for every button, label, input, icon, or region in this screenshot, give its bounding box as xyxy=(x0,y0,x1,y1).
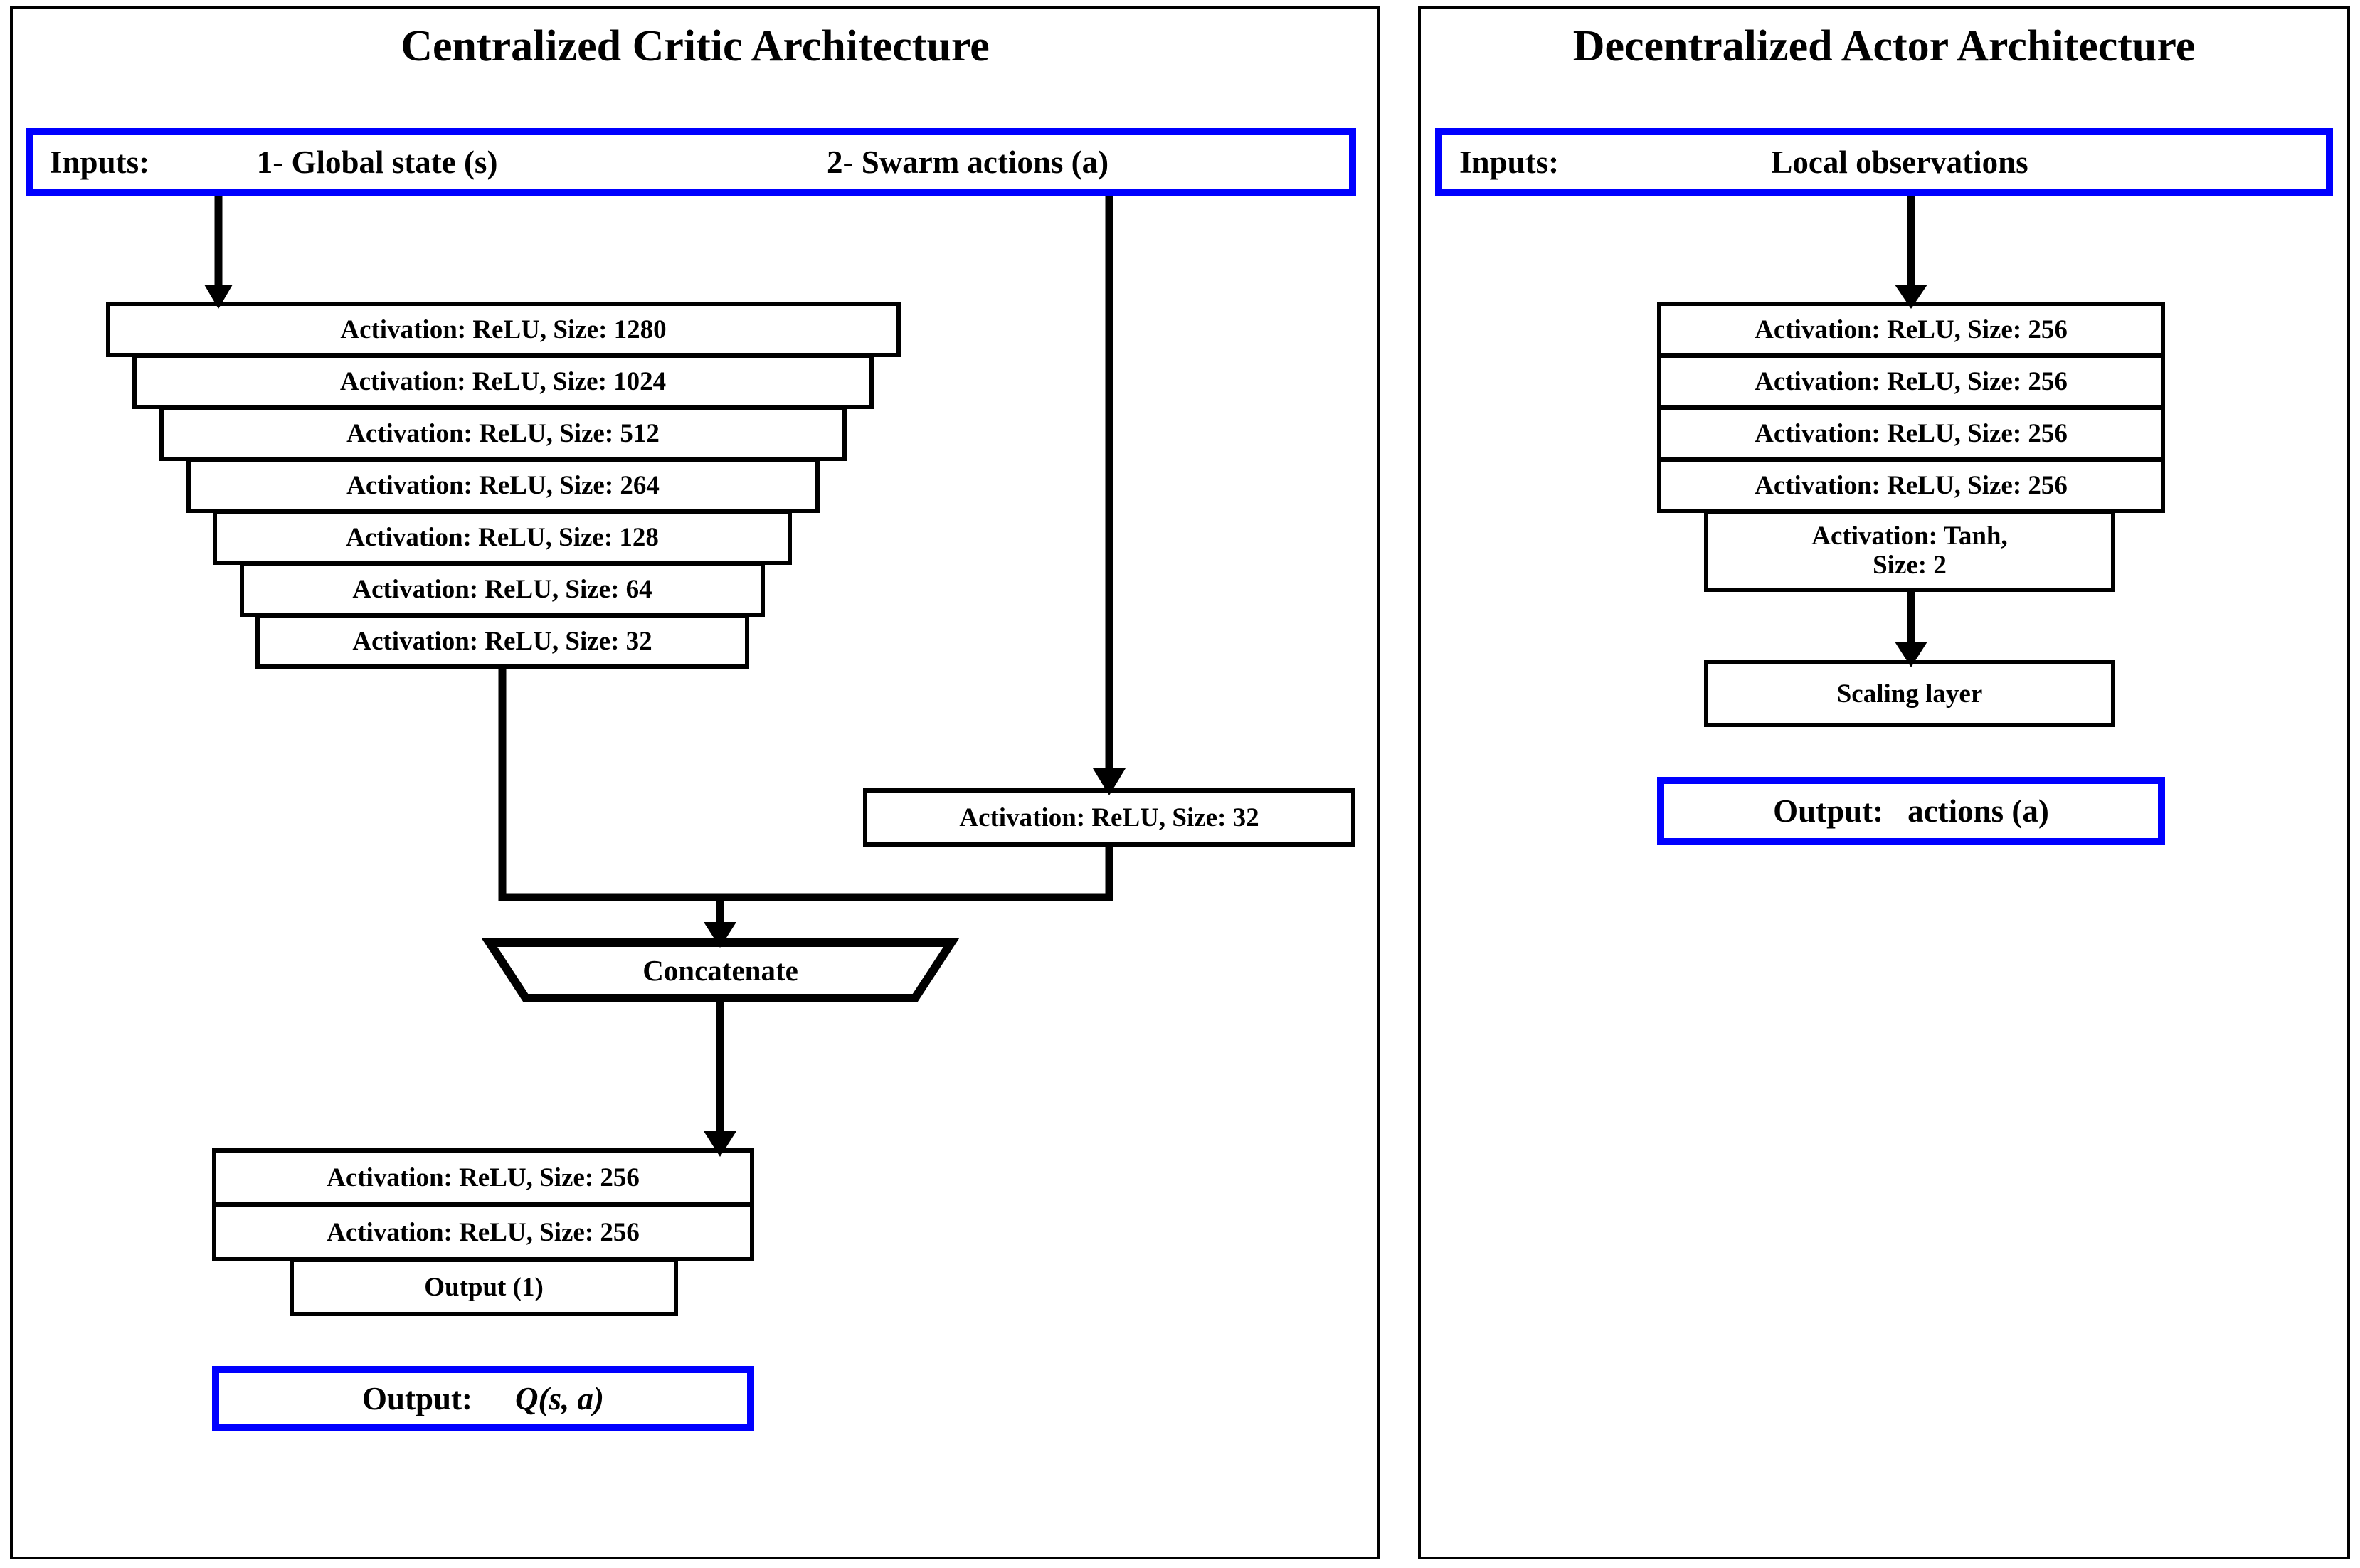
critic-action-layer-32: Activation: ReLU, Size: 32 xyxy=(863,788,1355,847)
concatenate-node: Concatenate xyxy=(480,938,961,1002)
actor-tanh-line-1: Activation: Tanh, xyxy=(1811,521,2008,551)
critic-state-layer-1280: Activation: ReLU, Size: 1280 xyxy=(106,302,901,357)
critic-input-swarm-actions: 2- Swarm actions (a) xyxy=(826,144,1109,180)
critic-head-layer-256-a: Activation: ReLU, Size: 256 xyxy=(212,1148,754,1207)
critic-state-layer-32: Activation: ReLU, Size: 32 xyxy=(255,613,749,669)
actor-hidden-layer-256-1: Activation: ReLU, Size: 256 xyxy=(1657,302,2165,357)
critic-state-layer-64: Activation: ReLU, Size: 64 xyxy=(240,561,765,617)
critic-head-layer-256-b: Activation: ReLU, Size: 256 xyxy=(212,1203,754,1261)
concatenate-trapezoid-shape xyxy=(481,938,960,1002)
critic-input-global-state: 1- Global state (s) xyxy=(256,144,498,180)
critic-output-value: Q(s, a) xyxy=(515,1381,605,1416)
critic-inputs-banner: Inputs: 1- Global state (s) 2- Swarm act… xyxy=(26,128,1356,196)
actor-hidden-layer-256-3: Activation: ReLU, Size: 256 xyxy=(1657,406,2165,461)
concatenate-label: Concatenate xyxy=(642,954,798,987)
actor-tanh-layer: Activation: Tanh, Size: 2 xyxy=(1704,509,2115,592)
actor-hidden-layer-256-4: Activation: ReLU, Size: 256 xyxy=(1657,457,2165,513)
actor-inputs-label: Inputs: xyxy=(1459,144,1560,180)
link-action-branch-to-merge xyxy=(720,847,1113,901)
actor-tanh-line-2: Size: 2 xyxy=(1873,551,1947,580)
critic-output-label: Output: xyxy=(361,1381,473,1416)
centralized-critic-panel: Centralized Critic Architecture Inputs: … xyxy=(10,6,1380,1559)
critic-connectors xyxy=(204,196,1126,1157)
actor-output-value: actions (a) xyxy=(1907,793,2049,829)
actor-panel-title: Decentralized Actor Architecture xyxy=(1572,22,2196,70)
critic-state-layer-1024: Activation: ReLU, Size: 1024 xyxy=(132,354,874,409)
decentralized-actor-panel: Decentralized Actor Architecture Inputs:… xyxy=(1418,6,2350,1559)
critic-state-layer-512: Activation: ReLU, Size: 512 xyxy=(159,406,847,461)
link-state-branch-to-merge xyxy=(498,669,720,901)
actor-hidden-layer-256-2: Activation: ReLU, Size: 256 xyxy=(1657,354,2165,409)
critic-inputs-label: Inputs: xyxy=(50,144,150,180)
actor-output-label: Output: xyxy=(1773,793,1884,829)
actor-output-banner: Output: actions (a) xyxy=(1657,777,2165,845)
critic-state-layer-128: Activation: ReLU, Size: 128 xyxy=(213,509,792,565)
critic-state-layer-264: Activation: ReLU, Size: 264 xyxy=(186,457,820,513)
critic-panel-title: Centralized Critic Architecture xyxy=(401,22,990,70)
critic-output-layer-1: Output (1) xyxy=(290,1258,678,1316)
actor-input-local-observations: Local observations xyxy=(1771,144,2028,180)
actor-scaling-layer: Scaling layer xyxy=(1704,660,2115,727)
critic-output-banner: Output: Q(s, a) xyxy=(212,1366,754,1431)
actor-inputs-banner: Inputs: Local observations xyxy=(1435,128,2333,196)
